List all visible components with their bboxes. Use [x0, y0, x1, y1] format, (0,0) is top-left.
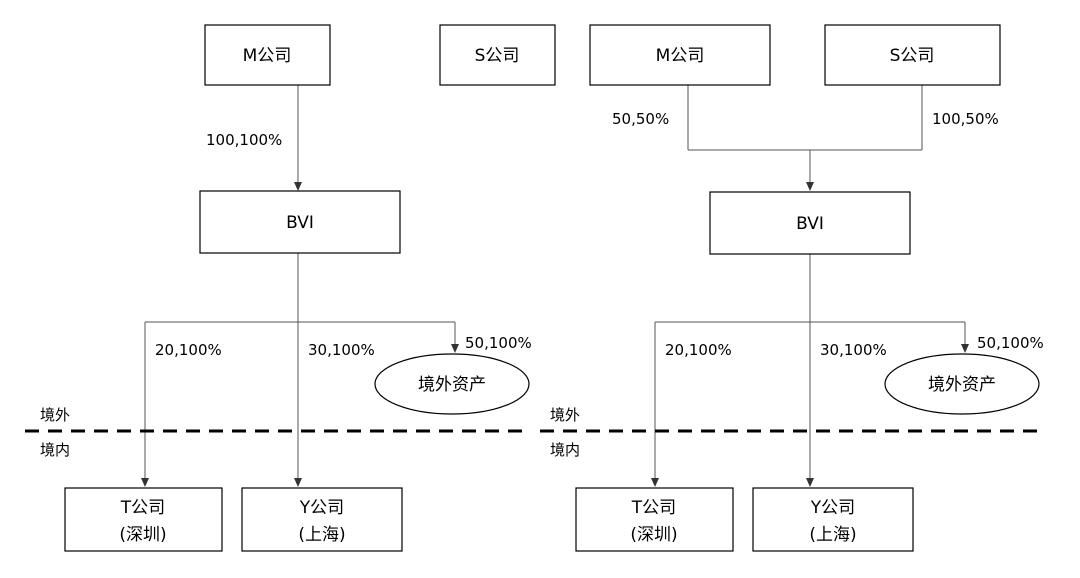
- left-s-company-label: S公司: [475, 46, 520, 66]
- left-pct-asset: 50,100%: [465, 334, 532, 352]
- left-diagram: M公司 S公司 BVI 境外资产 T公司 (深圳) Y公司 (上海) 100,1…: [40, 24, 556, 552]
- right-y-company-box: Y公司 (上海): [752, 487, 914, 552]
- left-asset-ellipse: 境外资产: [374, 353, 530, 415]
- right-pct-s: 100,50%: [932, 110, 999, 128]
- left-t-company-label: T公司: [120, 498, 165, 518]
- left-bvi-label: BVI: [286, 213, 314, 233]
- left-y-company-city: (上海): [298, 525, 345, 545]
- right-t-company-label: T公司: [631, 498, 676, 518]
- right-asset-label: 境外资产: [928, 375, 996, 395]
- left-m-company-box: M公司: [204, 24, 331, 86]
- right-m-company-box: M公司: [589, 24, 771, 86]
- right-y-company-label: Y公司: [810, 498, 855, 518]
- left-pct-m-bvi: 100,100%: [206, 131, 282, 149]
- left-region-inside: 境内: [40, 441, 70, 459]
- right-s-company-label: S公司: [890, 46, 935, 66]
- left-m-company-label: M公司: [243, 46, 292, 66]
- right-pct-asset: 50,100%: [977, 334, 1044, 352]
- left-t-company-city: (深圳): [119, 525, 166, 545]
- right-bvi-box: BVI: [709, 191, 911, 255]
- left-s-company-box: S公司: [439, 24, 556, 86]
- right-t-company-city: (深圳): [630, 525, 677, 545]
- right-y-company-city: (上海): [809, 525, 856, 545]
- left-t-company-box: T公司 (深圳): [64, 487, 223, 552]
- right-bvi-label: BVI: [796, 214, 824, 234]
- left-region-outside: 境外: [40, 406, 70, 424]
- left-pct-y: 30,100%: [308, 341, 375, 359]
- right-pct-m: 50,50%: [612, 110, 669, 128]
- right-diagram: M公司 S公司 BVI 境外资产 T公司 (深圳) Y公司 (上海) 50,50…: [550, 24, 1044, 552]
- right-pct-t: 20,100%: [665, 341, 732, 359]
- right-s-company-box: S公司: [824, 24, 1001, 86]
- left-y-company-label: Y公司: [299, 498, 344, 518]
- left-bvi-box: BVI: [199, 190, 401, 254]
- right-pct-y: 30,100%: [820, 341, 887, 359]
- left-y-company-box: Y公司 (上海): [241, 487, 403, 552]
- right-region-inside: 境内: [550, 441, 580, 459]
- right-asset-ellipse: 境外资产: [884, 353, 1040, 415]
- right-m-company-label: M公司: [656, 46, 705, 66]
- right-region-outside: 境外: [550, 406, 580, 424]
- left-pct-t: 20,100%: [155, 341, 222, 359]
- right-t-company-box: T公司 (深圳): [575, 487, 734, 552]
- left-asset-label: 境外资产: [418, 375, 486, 395]
